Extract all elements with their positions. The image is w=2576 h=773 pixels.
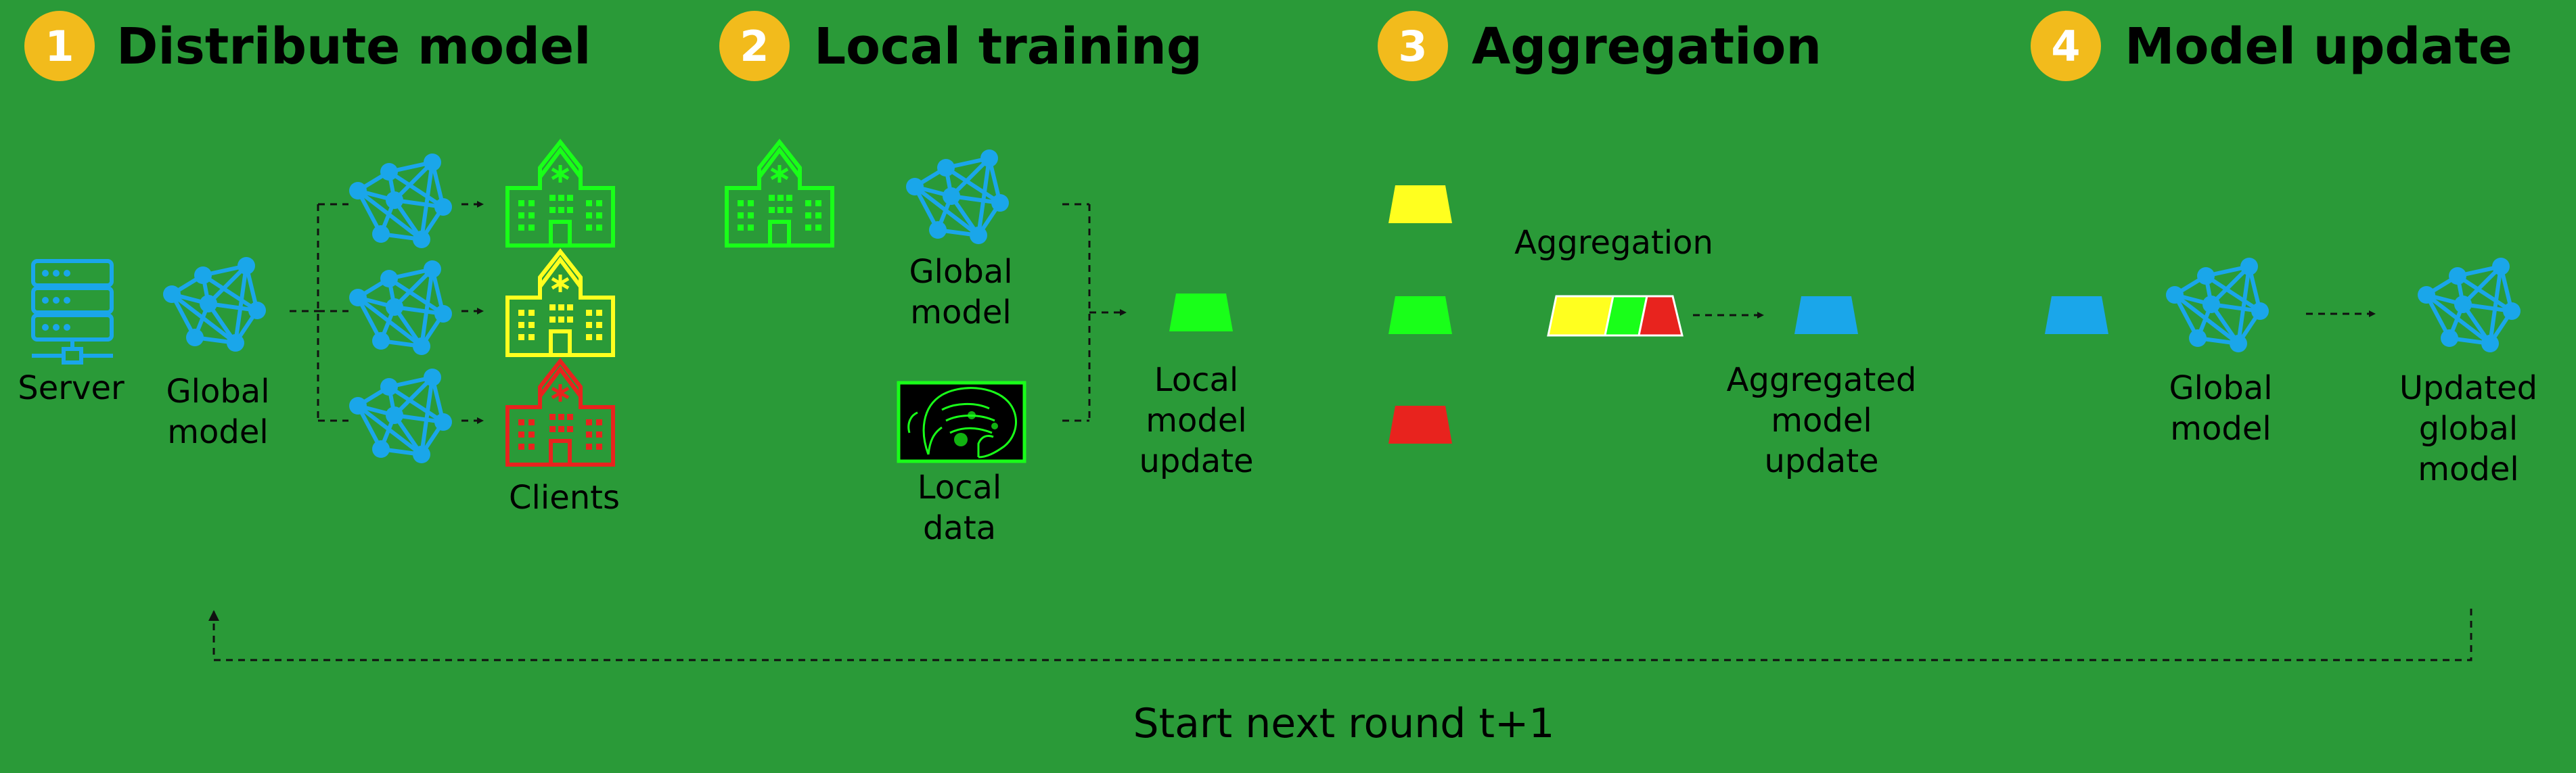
step-2-title: Local training	[814, 18, 1202, 76]
step-3-header: 3 Aggregation	[1378, 11, 1822, 81]
green-update-block	[1388, 296, 1452, 334]
local-update-line2: model	[1146, 402, 1246, 440]
neural-network-icon	[349, 154, 452, 248]
training-merge-connector	[1062, 203, 1091, 422]
next-round-label: Start next round t+1	[1133, 700, 1555, 747]
local-update-line1: Local	[1154, 361, 1238, 399]
step-4-badge	[2031, 11, 2101, 81]
global-model-label-line2: model	[167, 413, 268, 451]
updated-line3: model	[2418, 450, 2518, 488]
model-update-global-line2: model	[2170, 410, 2271, 448]
hospital-icon	[507, 252, 613, 355]
local-global-model-line2: model	[910, 294, 1011, 331]
step-4-number: 4	[2051, 22, 2080, 71]
neural-network-icon	[2418, 258, 2521, 352]
hospital-icon	[507, 361, 613, 465]
aggregated-line3: update	[1764, 442, 1878, 480]
aggregated-update-block	[1794, 296, 1858, 334]
update-block-icon	[1169, 294, 1233, 331]
neural-network-icon	[2166, 258, 2269, 352]
mri-brain-icon	[897, 381, 1026, 463]
red-update-block	[1388, 406, 1452, 444]
aggregated-line2: model	[1771, 402, 1872, 440]
updated-line2: global	[2419, 410, 2518, 448]
step-1-badge	[24, 11, 95, 81]
server-label: Server	[18, 369, 125, 407]
clients-label: Clients	[509, 479, 620, 517]
step-2-badge	[719, 11, 790, 81]
server-icon	[32, 261, 113, 362]
local-update-line3: update	[1139, 442, 1253, 480]
next-round-loop-arrow	[208, 609, 2472, 661]
updated-line1: Updated	[2399, 369, 2537, 407]
hospital-icon	[507, 142, 613, 245]
neural-network-icon	[349, 369, 452, 463]
step-1-header: 1 Distribute model	[24, 11, 591, 81]
aggregated-line1: Aggregated	[1727, 361, 1917, 399]
neural-network-icon	[349, 260, 452, 355]
aggregated-update-block	[2045, 296, 2108, 334]
local-data-line2: data	[923, 509, 996, 547]
step-1-number: 1	[45, 22, 74, 71]
step-3-number: 3	[1398, 22, 1427, 71]
aggregation-label: Aggregation	[1514, 224, 1713, 262]
step-3-badge	[1378, 11, 1448, 81]
local-global-model-line1: Global	[909, 253, 1012, 291]
step-3-title: Aggregation	[1472, 18, 1822, 76]
neural-network-icon	[163, 257, 266, 352]
step-4-header: 4 Model update	[2031, 11, 2512, 81]
local-data-line1: Local	[918, 469, 1001, 507]
neural-network-icon	[906, 149, 1009, 244]
hospital-icon	[727, 142, 832, 245]
model-update-global-line1: Global	[2169, 369, 2272, 407]
distribution-connector	[290, 203, 348, 422]
yellow-update-block	[1388, 185, 1452, 223]
global-model-label-line1: Global	[166, 373, 269, 411]
step-1-title: Distribute model	[116, 18, 591, 76]
step-2-number: 2	[740, 22, 769, 71]
combined-update-bar	[1547, 295, 1684, 337]
step-2-header: 2 Local training	[719, 11, 1202, 81]
step-4-title: Model update	[2125, 18, 2512, 76]
